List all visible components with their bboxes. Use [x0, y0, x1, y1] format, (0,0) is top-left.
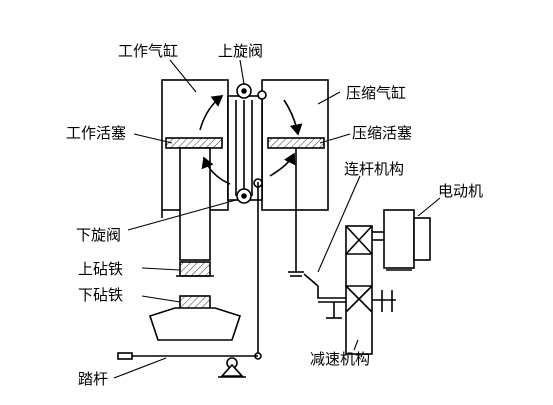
pedal — [117, 352, 258, 378]
label-pedal: 踏杆 — [78, 370, 108, 388]
label-work-piston: 工作活塞 — [66, 124, 126, 142]
compression-piston — [267, 137, 325, 277]
label-upper-valve: 上旋阀 — [218, 42, 263, 60]
upper-anvil — [176, 261, 214, 277]
reducer — [345, 225, 396, 355]
lower-anvil — [148, 295, 242, 341]
leader-lines — [113, 59, 441, 379]
label-lower-anvil: 下砧铁 — [78, 286, 123, 304]
label-work-cylinder: 工作气缸 — [118, 42, 178, 60]
label-motor: 电动机 — [438, 182, 483, 200]
label-lower-valve: 下旋阀 — [76, 226, 121, 244]
lower-rotary-valve — [236, 178, 263, 204]
label-upper-anvil: 上砧铁 — [78, 260, 123, 278]
label-compression-piston: 压缩活塞 — [352, 124, 412, 142]
label-reducer: 减速机构 — [310, 350, 370, 368]
label-linkage: 连杆机构 — [344, 160, 404, 178]
motor — [372, 209, 431, 271]
pedal-rod — [254, 182, 262, 360]
label-compression-cylinder: 压缩气缸 — [346, 84, 406, 102]
airflow-arrows — [199, 95, 303, 185]
